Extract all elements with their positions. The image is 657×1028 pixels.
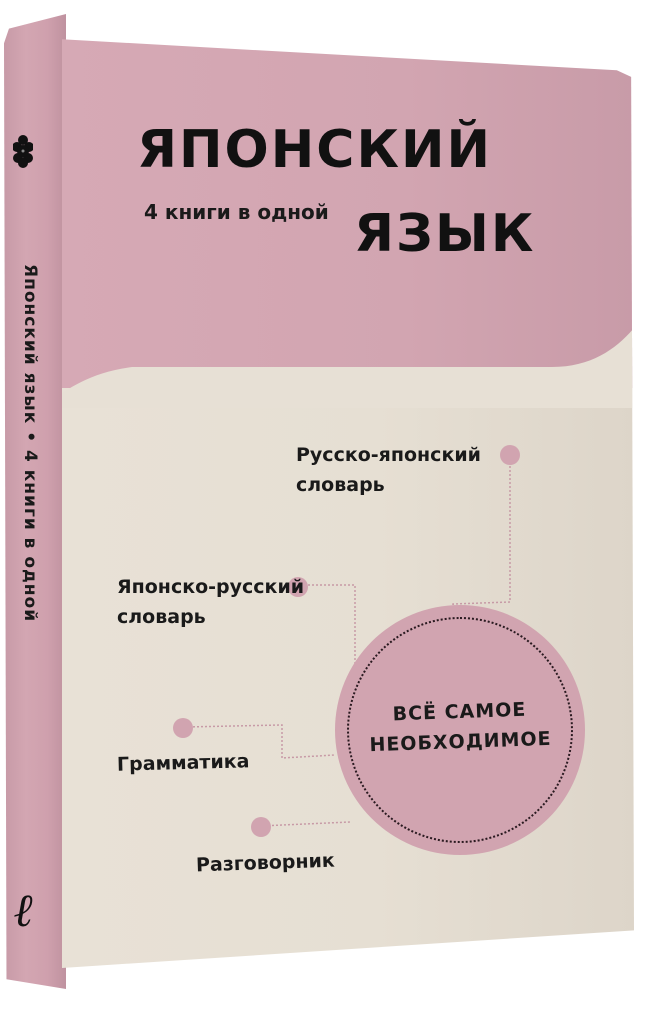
- bullet-dot: [500, 445, 520, 465]
- book-spine: Японский язык • 4 книги в одной ℓ: [4, 14, 66, 989]
- cover-subtitle: 4 книги в одной: [144, 200, 329, 224]
- cover-pink-area: [62, 39, 634, 388]
- diagram-item-phrasebook: Разговорник: [195, 849, 336, 877]
- sakura-flower-icon: [13, 135, 33, 168]
- publisher-logo-icon: ℓ: [13, 883, 33, 937]
- center-badge-dotted-ring: [347, 617, 573, 843]
- diagram-item-russian-japanese-dictionary: Русско-японский словарь: [296, 444, 481, 496]
- diagram-item-japanese-russian-dictionary: Японско-русский словарь: [117, 576, 305, 628]
- center-badge: ВСЁ САМОЕ НЕОБХОДИМОЕ: [335, 605, 585, 855]
- cover-wave-divider: [62, 328, 634, 408]
- bullet-dot: [288, 577, 308, 597]
- cover-title-line2: ЯЗЫК: [354, 204, 536, 264]
- book-product-image: Японский язык • 4 книги в одной ℓ ЯПОНСК…: [4, 14, 634, 989]
- bullet-dot: [251, 817, 271, 837]
- contents-diagram: Русско-японский словарь Японско-русский …: [116, 444, 585, 877]
- cover-title-line1: ЯПОНСКИЙ: [137, 120, 492, 180]
- diagram-item-grammar: Грамматика: [116, 750, 250, 776]
- bullet-dot: [173, 718, 193, 738]
- center-badge-text: ВСЁ САМОЕ НЕОБХОДИМОЕ: [369, 698, 552, 757]
